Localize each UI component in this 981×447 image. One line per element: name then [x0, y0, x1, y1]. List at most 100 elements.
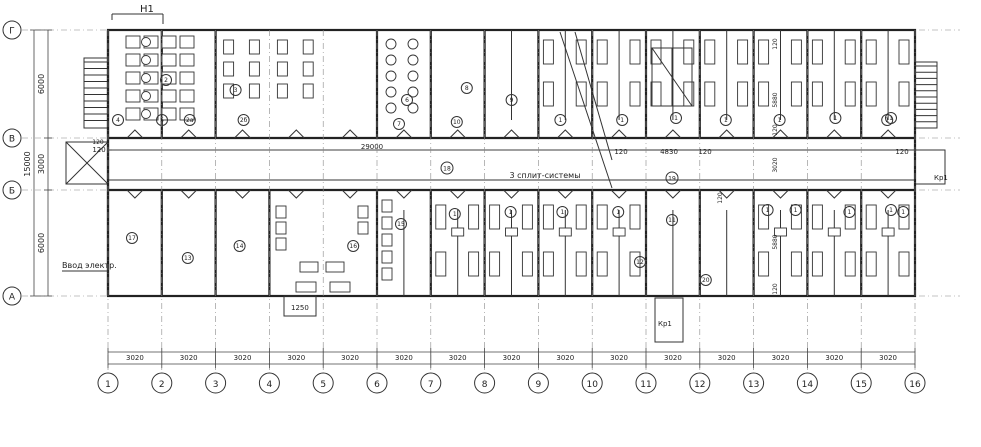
locker	[223, 83, 235, 99]
room-number-bubble	[229, 84, 242, 96]
table	[299, 261, 319, 273]
door-swing-bottom	[718, 189, 736, 199]
room-number-bubble	[554, 114, 567, 126]
room-number: 12	[636, 259, 644, 266]
column-axis-bubble	[151, 372, 173, 394]
desk	[451, 227, 465, 237]
door-swing-top	[180, 129, 198, 139]
room-number: 1	[847, 209, 851, 216]
chair	[381, 267, 393, 281]
door-swing-top	[287, 129, 305, 139]
room-number: 4	[116, 117, 120, 124]
room-number-bubble	[460, 82, 473, 94]
room-number-bubble	[450, 116, 463, 128]
room-number: 9	[510, 97, 514, 104]
row-axis-label: Г	[9, 27, 15, 37]
column-axis-label: 5	[320, 380, 326, 390]
bed	[898, 81, 910, 107]
column-axis-label: 9	[536, 380, 542, 390]
room-number-bubble	[126, 232, 138, 244]
sink	[407, 70, 419, 82]
room-number: 8	[465, 85, 469, 92]
room-number-bubble	[556, 206, 569, 218]
sofa	[295, 281, 317, 293]
row-axis-bubble	[2, 286, 22, 306]
bed	[811, 39, 823, 65]
bottom-dimension: 3020	[503, 354, 521, 362]
bed	[758, 204, 770, 230]
room-number: 15	[397, 221, 405, 228]
locker	[302, 39, 314, 55]
bottom-dimension: 3020	[718, 354, 736, 362]
toilet-mark	[141, 37, 151, 47]
door-swing-bottom	[341, 189, 359, 199]
bed	[865, 251, 877, 277]
bed	[629, 204, 641, 230]
door-swings	[126, 129, 897, 199]
room-number-bubble	[237, 114, 250, 126]
dim-bay-top: 6000	[37, 74, 46, 94]
column-axis-label: 2	[159, 380, 165, 390]
left-end-dim: 120	[92, 146, 105, 154]
room-number: 2б	[240, 117, 248, 124]
room-number-bubble	[181, 252, 194, 264]
room-number-bubble	[789, 204, 802, 216]
bed	[468, 204, 480, 230]
room-number-bubble	[897, 206, 910, 218]
door-swing-top	[772, 129, 789, 139]
room-number-bubble	[504, 206, 517, 218]
room-number: 1	[620, 117, 624, 124]
door-swing-top	[556, 129, 574, 139]
table	[325, 261, 345, 273]
column-axis-bubble	[743, 372, 765, 394]
room-number-bubble	[670, 112, 682, 124]
corridor-left-120: 120	[92, 139, 104, 146]
door-swing-top	[664, 129, 682, 139]
door-swing-bottom	[234, 189, 251, 199]
corridor-vertical-dim: 3020	[772, 157, 779, 172]
door-swing-bottom	[180, 189, 198, 199]
door-swing-top	[879, 129, 897, 139]
furniture	[223, 38, 910, 293]
partition-top-2: 120	[772, 38, 779, 50]
locker	[302, 61, 314, 77]
bed	[683, 39, 695, 65]
locker	[276, 61, 288, 77]
room-number: 1	[453, 211, 457, 218]
bed	[811, 204, 823, 230]
toilet-stall	[179, 35, 195, 49]
room-number-bubble	[393, 118, 405, 130]
column-axis-label: 12	[694, 380, 705, 390]
desk	[881, 227, 895, 237]
room-number: 1	[889, 115, 893, 122]
bed	[844, 81, 856, 107]
bed	[468, 251, 480, 277]
column-axis-label: 10	[586, 380, 598, 390]
column-axis-bubble	[366, 372, 388, 394]
bottom-dimension: 3020	[180, 354, 198, 362]
split-system-label: 3 сплит-системы	[509, 171, 580, 180]
column-axis-bubble	[474, 372, 496, 394]
section-mark-label: Н1	[140, 4, 154, 15]
door-swing-bottom	[449, 189, 467, 199]
room-number: 6	[405, 97, 409, 104]
room-number: 1	[794, 207, 798, 214]
sink	[385, 102, 397, 114]
room-number: 1	[889, 207, 893, 214]
section-mark: Н1	[111, 4, 164, 24]
desk	[827, 227, 841, 237]
toilet-stall	[125, 71, 141, 85]
stair-left-dim: 120	[614, 148, 627, 156]
room-number-bubble	[160, 74, 172, 86]
room-number: 11	[668, 217, 676, 224]
room-number-bubble	[885, 204, 897, 216]
column-axis-bubble	[796, 372, 818, 394]
chair	[357, 221, 369, 235]
right-stair	[914, 61, 946, 185]
toilet-stall	[179, 71, 195, 85]
bed	[575, 204, 587, 230]
room-number: 16	[349, 243, 357, 250]
partition-top-1: 5880	[772, 92, 779, 107]
